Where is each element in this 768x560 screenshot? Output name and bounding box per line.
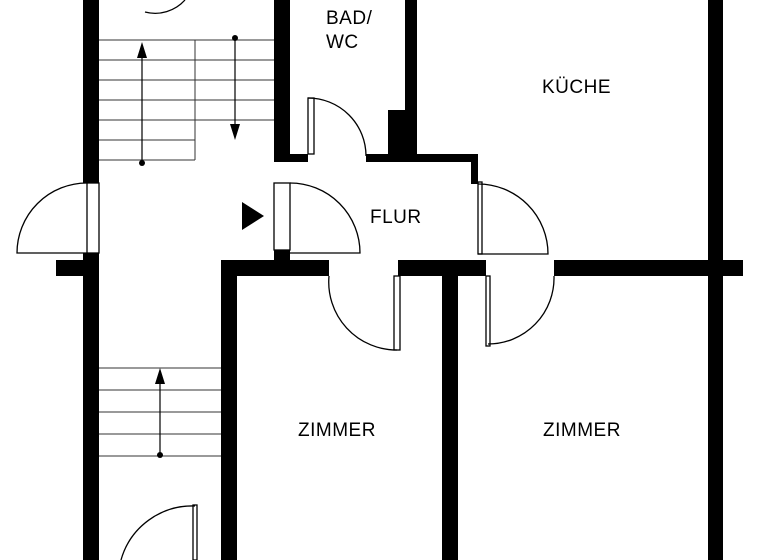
partition-wall-upper: [274, 0, 290, 162]
zimmer-left-wall-left: [221, 260, 237, 560]
bath-wall-bottom-left: [274, 154, 308, 162]
door-stairwell-top: [144, 0, 186, 14]
bath-wall-right: [405, 0, 417, 110]
zimmer-divider-wall: [442, 276, 458, 560]
door-stairwell-left: [16, 182, 100, 254]
door-flur-entrance: [273, 182, 361, 254]
door-bathroom: [307, 97, 367, 157]
partition-wall-mid: [274, 250, 290, 262]
door-zimmer-left: [328, 275, 401, 351]
stair-up-arrow-icon: [137, 42, 147, 166]
rooms-wall-top-mid: [398, 260, 486, 276]
entrance-arrow-icon: [242, 202, 264, 230]
staircase-upper: [99, 39, 274, 161]
stairwell-wall-lower: [83, 253, 99, 560]
walls: [56, 0, 743, 560]
stair-down-arrow-icon: [230, 35, 240, 140]
room-label-bad: BAD/: [326, 8, 373, 29]
door-zimmer-right: [485, 275, 555, 347]
room-label-zimmer-right: ZIMMER: [543, 420, 621, 441]
kitchen-door-jamb: [471, 154, 478, 184]
room-label-zimmer-left: ZIMMER: [298, 420, 376, 441]
room-label-wc: WC: [326, 32, 359, 53]
door-stairwell-bottom: [120, 504, 198, 560]
stairwell-wall-upper: [83, 0, 99, 183]
stairwell-wall-stub: [56, 260, 98, 276]
door-kitchen: [477, 181, 549, 255]
kitchen-wall-bottom-left: [366, 154, 478, 162]
kitchen-wall-right: [708, 0, 723, 262]
bath-wall-block: [388, 110, 417, 154]
rooms-wall-top-right: [554, 260, 743, 276]
room-label-flur: FLUR: [370, 207, 422, 228]
zimmer-right-wall-right: [708, 276, 723, 560]
rooms-wall-top-left: [221, 260, 329, 276]
room-label-kueche: KÜCHE: [542, 77, 611, 98]
stair-up-arrow-icon: [155, 368, 165, 458]
